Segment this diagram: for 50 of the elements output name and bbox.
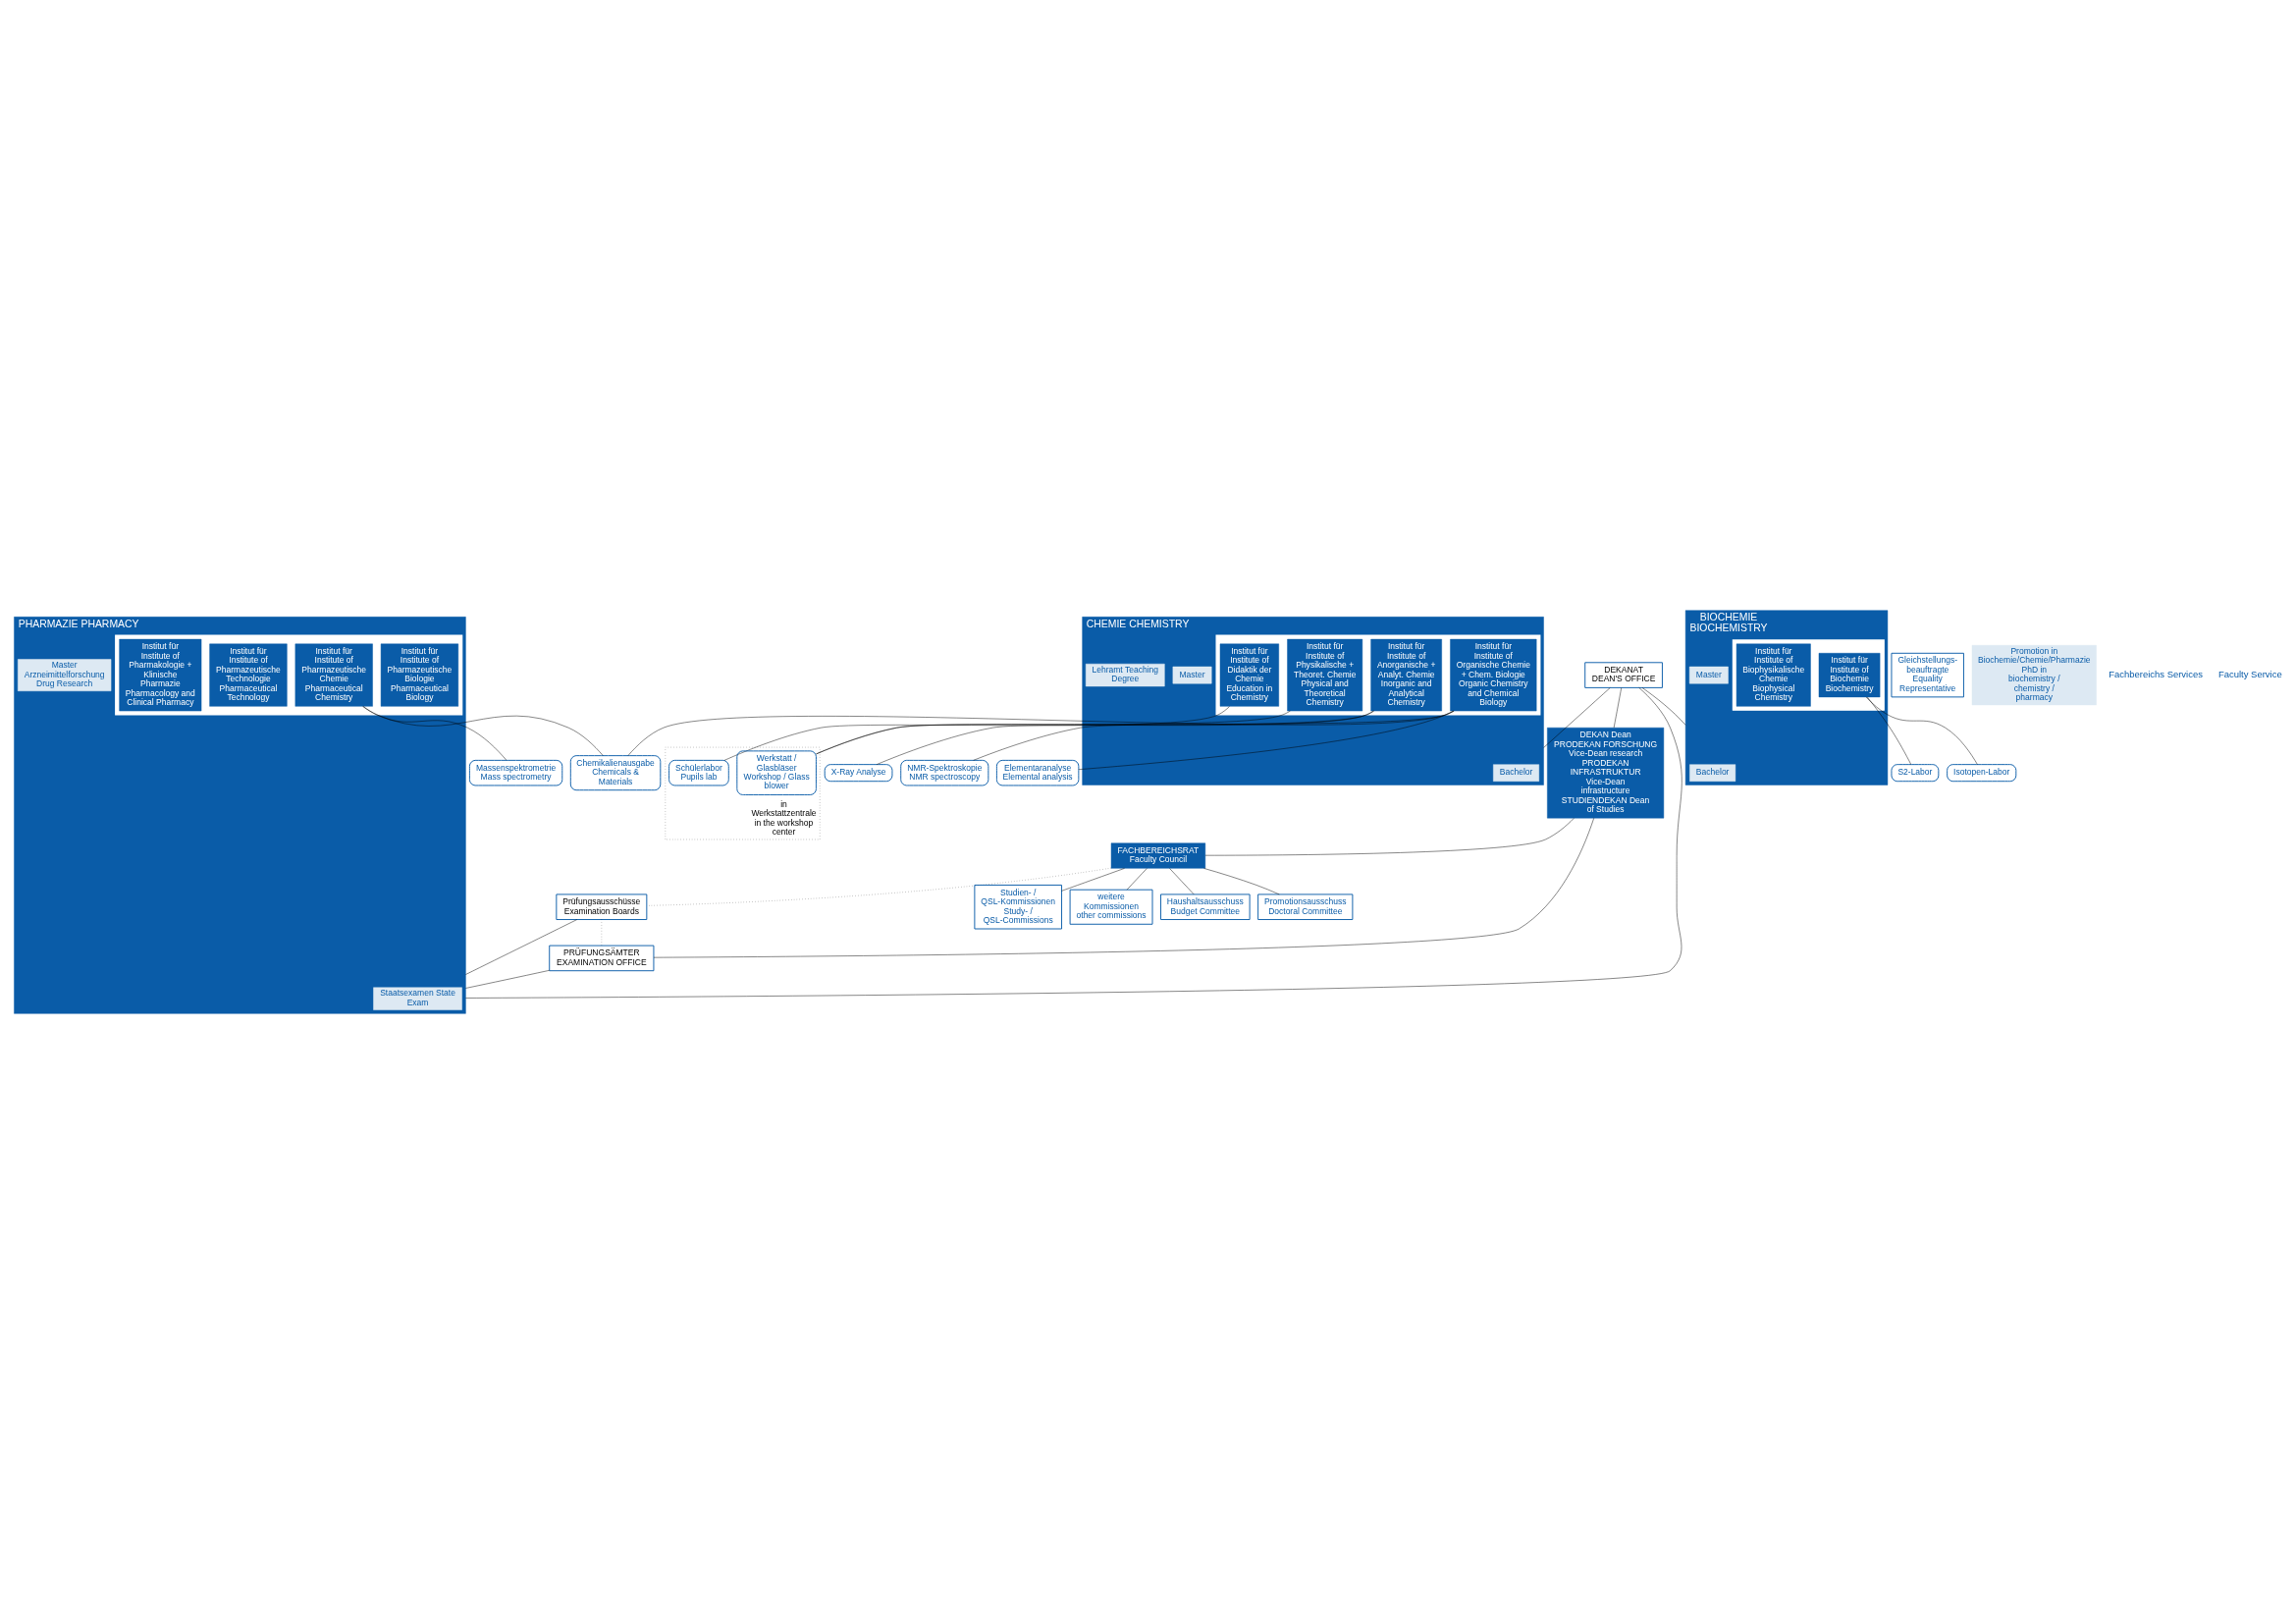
node-box: Haushaltsausschuss Budget Committee xyxy=(1160,893,1251,920)
node-box: Institut für Institute of Pharmazeutische Biologie Pharmaceutical Biology xyxy=(380,643,459,707)
node-box: Institut für Institute of Pharmakologie + Klinische Pharmazie Pharmacology and Clinical Pharmacy xyxy=(119,638,202,712)
node-box: Bachelor xyxy=(1493,764,1540,782)
node-box: Promotion in Biochemie/Chemie/Pharmazie PhD in biochemistry / chemistry / pharmacy xyxy=(1971,645,2097,706)
connector xyxy=(362,706,604,756)
node-box: Institut für Institute of Pharmazeutische Chemie Pharmaceutical Chemistry xyxy=(294,643,373,707)
label: Fachbereichs Services xyxy=(2109,668,2203,679)
node-box: weitere Kommissionen other commissions xyxy=(1069,889,1153,925)
node-box: DEKAN Dean PRODEKAN FORSCHUNG Vice-Dean research PRODEKAN INFRASTRUKTUR Vice-Dean infrastructure STUDIENDEKAN Dean of Studies xyxy=(1547,727,1665,819)
node-box: Lehramt Teaching Degree xyxy=(1085,664,1165,687)
cluster xyxy=(1732,639,1885,711)
node-box: FACHBEREICHSRAT Faculty Council xyxy=(1110,842,1206,869)
node-box: Master xyxy=(1172,666,1212,684)
node-box: Institut für Institute of Biochemie Biochemistry xyxy=(1818,653,1881,698)
connector xyxy=(362,706,507,761)
connector xyxy=(1865,696,1978,765)
node-box: Isotopen-Labor xyxy=(1947,764,2017,783)
cluster xyxy=(115,634,463,716)
node-box: Gleichstellungs- beauftragte Equality Representative xyxy=(1891,652,1964,698)
label: Faculty Service xyxy=(2217,668,2282,679)
node-box: Elementaranalyse Elemental analysis xyxy=(995,759,1080,786)
node-box: Staatsexamen State Exam xyxy=(373,987,462,1010)
connector xyxy=(1078,710,1454,770)
node-box: NMR-Spektroskopie NMR spectroscopy xyxy=(900,759,989,786)
node-box: Chemikalienausgabe Chemicals & Materials xyxy=(569,755,662,791)
node-box: Schülerlabor Pupils lab xyxy=(668,759,729,786)
node-box: Institut für Institute of Biophysikalische Chemie Biophysical Chemistry xyxy=(1735,643,1811,707)
node-box: Massenspektrometrie Mass spectrometry xyxy=(468,759,563,786)
node-box: DEKANAT DEAN'S OFFICE xyxy=(1584,662,1663,688)
node-box: Institut für Institute of Organische Chemie + Chem. Biologie Organic Chemistry and Chemical Biology xyxy=(1450,638,1537,712)
node-box: Institut für Institute of Pharmazeutische Technologie Pharmaceutical Technology xyxy=(209,643,288,707)
node-box: X-Ray Analyse xyxy=(824,764,893,783)
node-box: Prüfungsausschüsse Examination Boards xyxy=(556,893,648,920)
connector xyxy=(973,710,1455,761)
node-box: Promotionsausschuss Doctoral Committee xyxy=(1257,893,1354,920)
node-box: Institut für Institute of Physikalische + Theoret. Chemie Physical and Theoretical Chemistry xyxy=(1287,638,1363,712)
node-box: Werkstatt / Glasbläser Workshop / Glass blower xyxy=(736,750,817,795)
connector xyxy=(876,710,1374,765)
node-box: Institut für Institute of Didaktik der Chemie Education in Chemistry xyxy=(1219,643,1279,707)
node-box: Institut für Institute of Anorganische + Analyt. Chemie Inorganic and Analytical Chemistry xyxy=(1370,638,1442,712)
node-box: Master Arzneimittelforschung Drug Research xyxy=(18,659,112,691)
connector xyxy=(1543,687,1611,748)
node-box: Bachelor xyxy=(1689,764,1736,782)
node-box: PRÜFUNGSÄMTER EXAMINATION OFFICE xyxy=(549,945,655,972)
node-box: Master xyxy=(1688,666,1729,684)
connector xyxy=(723,706,1230,761)
cluster xyxy=(1215,634,1541,716)
node-box: Studien- / QSL-Kommissionen Study- / QSL-Commissions xyxy=(974,884,1062,930)
node-box: S2-Labor xyxy=(1891,764,1940,783)
